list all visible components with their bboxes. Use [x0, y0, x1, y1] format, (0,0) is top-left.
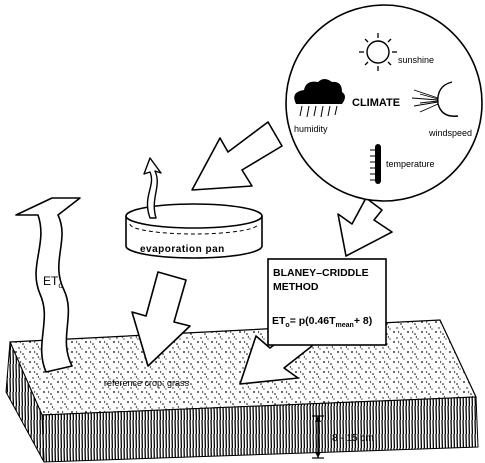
- pan-vapour-arrow: [143, 157, 162, 219]
- method-title-line1: BLANEY–CRIDDLE: [273, 267, 369, 279]
- method-formula: ETo= p(0.46Tmean+ 8): [272, 315, 372, 329]
- formula-suffix: + 8): [354, 315, 372, 327]
- cloud-icon: [294, 79, 345, 118]
- thermometer-icon: [370, 144, 381, 184]
- et-arrow-subscript: o: [58, 281, 63, 290]
- windspeed-label: windspeed: [428, 128, 472, 138]
- evaporation-pan-label: evaporation pan: [140, 244, 225, 255]
- method-title-line2: METHOD: [273, 281, 319, 293]
- arrow-pan-to-grass: [131, 271, 191, 367]
- pan-water-line: [129, 223, 259, 235]
- climate-title: CLIMATE: [352, 97, 400, 109]
- arrow-climate-to-method: [337, 197, 393, 257]
- et-arrow-label: ETo: [43, 274, 63, 290]
- reference-crop-label: reference crop: grass: [104, 378, 190, 388]
- method-box: [267, 258, 387, 346]
- arrow-climate-to-pan: [191, 121, 283, 191]
- height-indicator: [312, 415, 324, 459]
- sunshine-label: sunshine: [398, 55, 434, 65]
- sun-icon: [359, 33, 397, 71]
- et-upward-arrow: [15, 197, 81, 373]
- height-label: 8 - 15 cm: [332, 433, 374, 444]
- humidity-label: humidity: [294, 124, 328, 134]
- grass-left-edge: [5, 341, 45, 463]
- formula-middle: = p(0.46T: [290, 315, 336, 327]
- climate-circle: [285, 4, 483, 202]
- et-arrow-symbol: ET: [43, 274, 59, 288]
- pan-rim: [125, 203, 263, 229]
- grass-field: [5, 319, 479, 463]
- formula-et: ET: [272, 315, 286, 327]
- evaporation-pan: [125, 203, 263, 259]
- temperature-label: temperature: [386, 159, 435, 169]
- wind-icon: [411, 81, 459, 117]
- formula-et-subscript: o: [285, 322, 289, 329]
- formula-t-subscript: mean: [336, 322, 354, 329]
